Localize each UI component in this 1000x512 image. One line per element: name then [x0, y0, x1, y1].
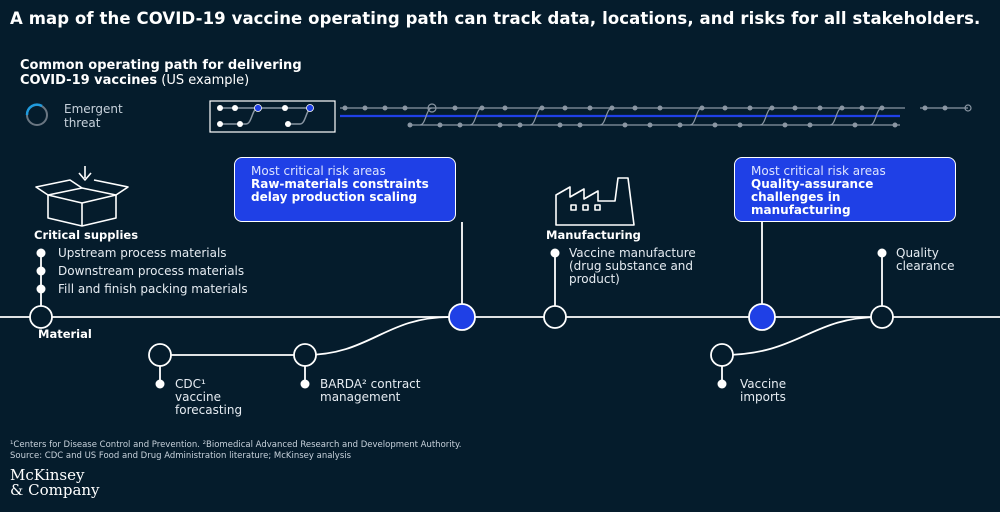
quality-clearance-item: Quality clearance: [896, 246, 955, 273]
risk-node-raw-materials: [448, 303, 476, 331]
supply-item: Downstream process materials: [58, 264, 245, 278]
risk-callout-body: Quality-assurance challenges in manufact…: [751, 177, 874, 217]
material-node: [29, 305, 53, 329]
risk-callout-heading: Most critical risk areas: [251, 164, 386, 178]
supply-item: Fill and finish packing materials: [58, 282, 248, 296]
risk-callout-body: Raw-materials constraints delay producti…: [251, 177, 429, 204]
mini-map-thumbnail: [209, 100, 336, 133]
cdc-label: CDC¹ vaccine forecasting: [175, 377, 243, 417]
footnote-source: Source: CDC and US Food and Drug Adminis…: [10, 451, 352, 461]
critical-supplies-title: Critical supplies: [34, 228, 139, 242]
network-track-nodes: [342, 103, 972, 128]
emergent-threat-label: Emergent threat: [64, 102, 123, 130]
quality-node: [870, 305, 894, 329]
imports-node: [710, 343, 734, 367]
emergent-threat-icon: [25, 103, 48, 126]
logo-line2: & Company: [10, 481, 100, 499]
risk-callout-raw-materials: Most critical risk areas Raw-materials c…: [234, 157, 456, 222]
logo-line1: McKinsey: [10, 466, 85, 484]
imports-label: Vaccine imports: [740, 377, 787, 404]
manufacturing-title: Manufacturing: [546, 228, 641, 242]
mckinsey-logo: McKinsey & Company: [10, 468, 100, 498]
main-path: [0, 222, 1000, 382]
cdc-node: [148, 343, 172, 367]
risk-node-quality: [748, 303, 776, 331]
subtitle-line2-normal: (US example): [157, 73, 250, 88]
risk-callout-quality: Most critical risk areas Quality-assuran…: [734, 157, 956, 222]
factory-icon: [555, 177, 635, 226]
bullet-dots: [36, 248, 887, 389]
path-nodes: [29, 303, 894, 367]
subtitle-line2-bold: COVID-19 vaccines: [20, 73, 158, 88]
manufacturing-node: [543, 305, 567, 329]
footnote-definitions: ¹Centers for Disease Control and Prevent…: [10, 440, 462, 450]
box-icon: [35, 166, 129, 227]
risk-callout-heading: Most critical risk areas: [751, 164, 886, 178]
page-title: A map of the COVID-19 vaccine operating …: [10, 9, 981, 28]
subtitle: Common operating path for delivering COV…: [20, 58, 302, 88]
subtitle-line1: Common operating path for delivering: [20, 58, 302, 73]
material-label: Material: [38, 327, 92, 341]
supply-item: Upstream process materials: [58, 246, 227, 260]
manufacturing-item: Vaccine manufacture (drug substance and …: [569, 246, 696, 286]
network-track: [340, 107, 968, 126]
barda-node: [293, 343, 317, 367]
barda-label: BARDA² contract management: [320, 377, 421, 404]
